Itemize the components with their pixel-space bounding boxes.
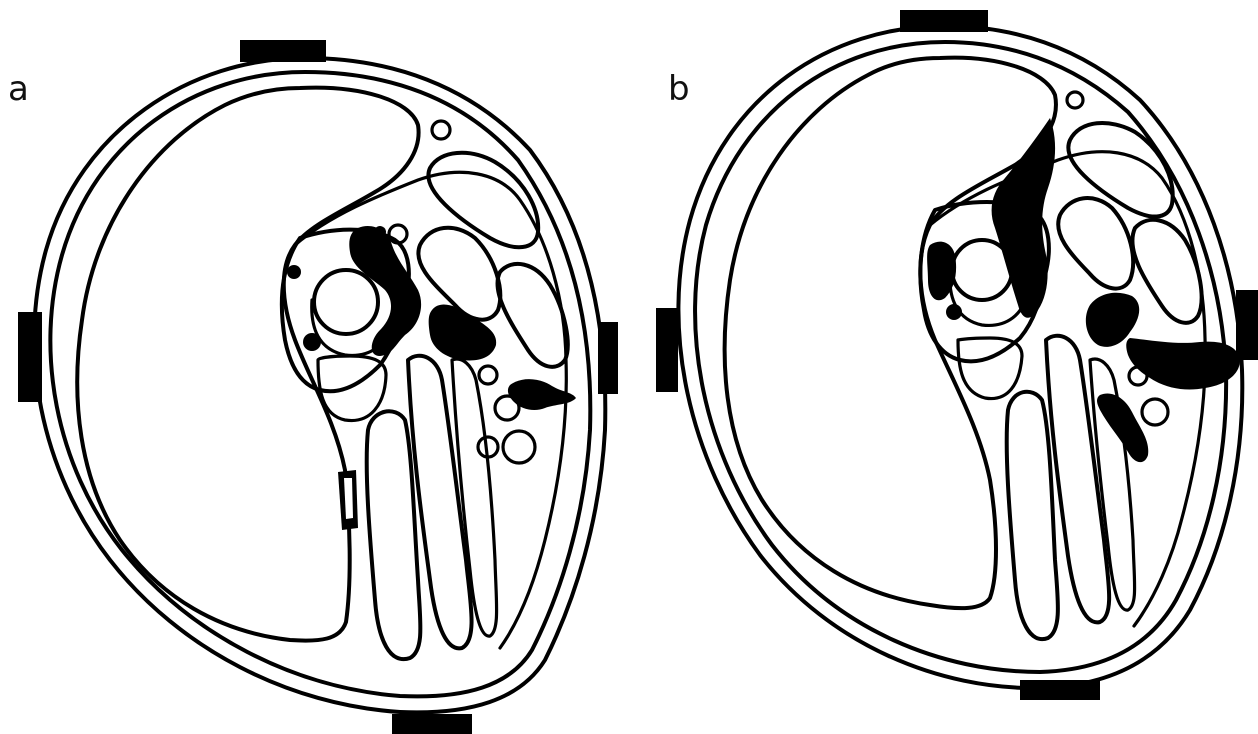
panel-b-small-vessel-top xyxy=(1067,92,1083,108)
panel-a-compartment-middle xyxy=(418,228,500,320)
panel-b-large-compartment xyxy=(725,58,1056,609)
panel-b: b xyxy=(656,10,1258,700)
panel-b-strap-left xyxy=(656,308,678,392)
panel-a-dark-spot-top xyxy=(374,226,386,238)
panel-b-dark-region-lower xyxy=(1097,394,1148,463)
panel-a-small-vessel-top xyxy=(432,121,450,139)
panel-b-compartment-upper-right xyxy=(1068,123,1172,217)
panel-b-dark-region-upper xyxy=(992,118,1056,318)
panel-b-strap-right xyxy=(1236,290,1258,360)
panel-b-compartment-middle xyxy=(1058,198,1133,289)
panel-b-segment-1 xyxy=(1007,392,1058,639)
panel-a-dark-region-upper xyxy=(349,226,421,356)
panel-a-compartment-right xyxy=(497,264,567,367)
panel-b-lower-chamber xyxy=(958,338,1022,399)
panel-a-lower-chamber xyxy=(318,356,386,421)
panel-a-round-core xyxy=(314,270,378,334)
panel-a-strap-left xyxy=(18,312,42,402)
panel-b-dark-spot-left xyxy=(946,304,962,320)
panel-a-vessel-1 xyxy=(479,366,497,384)
panel-a: a xyxy=(8,40,618,734)
panel-a-strap-right xyxy=(598,322,618,394)
panel-b-strap-top xyxy=(900,10,988,32)
panel-b-vessel-2 xyxy=(1142,399,1168,425)
panel-a-dark-region-center xyxy=(429,305,497,361)
panel-a-dark-spot-left xyxy=(287,265,301,279)
panel-b-strap-bottom xyxy=(1020,680,1100,700)
panel-a-dark-spot-lower xyxy=(303,333,321,351)
panel-b-compartment-right xyxy=(1132,220,1201,323)
panel-b-label: b xyxy=(668,69,690,109)
panel-a-label: a xyxy=(8,69,29,109)
panel-a-strap-top xyxy=(240,40,326,62)
panel-a-strap-bottom xyxy=(392,714,472,734)
panel-a-vessel-4 xyxy=(503,431,535,463)
